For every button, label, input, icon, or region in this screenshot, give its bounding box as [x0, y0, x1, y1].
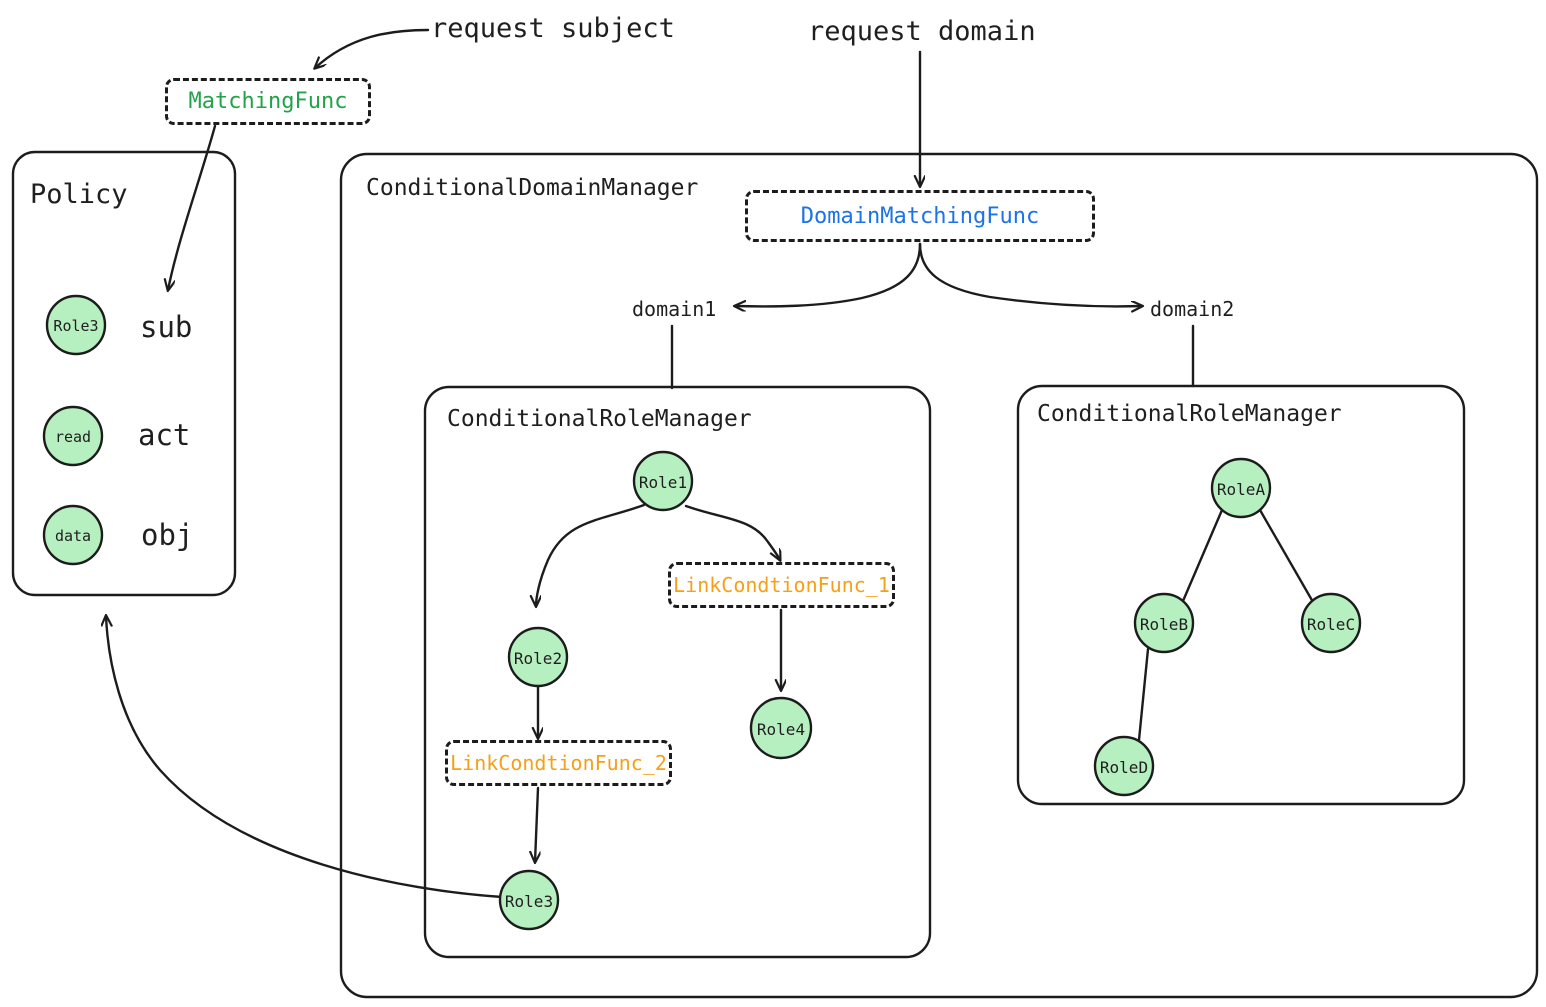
- policy-node-role3: [45, 294, 107, 356]
- policy-node-role3-label: Role3: [53, 317, 99, 335]
- edge-matchingfunc-to-sub: [168, 124, 217, 290]
- edge-domainfunc-to-domain1: [735, 242, 922, 306]
- matching-func-box[interactable]: MatchingFunc: [165, 78, 371, 125]
- node-role4-label: Role4: [756, 720, 806, 739]
- edge-request-subject: [315, 28, 430, 68]
- annotation-request-subject: request subject: [431, 13, 675, 44]
- role-manager-domain2-title: ConditionalRoleManager: [1037, 401, 1342, 427]
- role-manager-domain2-container: [1016, 384, 1466, 806]
- annotation-request-domain: request domain: [808, 16, 1036, 47]
- policy-node-read-label: read: [54, 428, 92, 446]
- edge-role1-lcf1: [684, 504, 780, 560]
- edge-lcf2-role3: [535, 786, 538, 862]
- node-roled: [1093, 735, 1155, 797]
- edge-label-domain1: domain1: [632, 297, 717, 321]
- matching-func-label: MatchingFunc: [188, 89, 348, 114]
- node-rolea-label: RoleA: [1216, 480, 1266, 499]
- node-role3-label: Role3: [504, 892, 554, 911]
- node-roleb-label: RoleB: [1139, 615, 1189, 634]
- node-roled-label: RoleD: [1099, 758, 1149, 777]
- node-role1: [632, 450, 694, 512]
- node-rolea: [1210, 457, 1272, 519]
- role-manager-domain1-container: [423, 385, 932, 959]
- role-manager-domain1-title: ConditionalRoleManager: [447, 406, 752, 432]
- policy-node-read: [42, 405, 104, 467]
- link-condition-func-1-label: LinkCondtionFunc_1: [673, 573, 890, 597]
- policy-field-act: act: [138, 418, 191, 452]
- edge-roleA-roleB: [1181, 508, 1224, 603]
- node-role1-label: Role1: [638, 473, 688, 492]
- policy-field-sub: sub: [140, 310, 193, 344]
- policy-node-data-label: data: [54, 527, 92, 545]
- conditional-domain-manager-title: ConditionalDomainManager: [366, 175, 699, 201]
- node-role3: [498, 869, 560, 931]
- policy-container: [11, 150, 237, 597]
- policy-node-data: [42, 504, 104, 566]
- conditional-domain-manager-container: [339, 152, 1539, 999]
- link-condition-func-2-box[interactable]: LinkCondtionFunc_2: [445, 740, 672, 786]
- domain-matching-func-box[interactable]: DomainMatchingFunc: [745, 190, 1095, 242]
- node-roleb: [1133, 592, 1195, 654]
- node-rolec: [1300, 592, 1362, 654]
- domain-matching-func-label: DomainMatchingFunc: [800, 203, 1040, 229]
- node-role2: [507, 626, 569, 688]
- link-condition-func-2-label: LinkCondtionFunc_2: [450, 751, 667, 775]
- edge-domainfunc-to-domain2: [918, 242, 1142, 306]
- link-condition-func-1-box[interactable]: LinkCondtionFunc_1: [668, 562, 895, 608]
- edge-label-domain2: domain2: [1150, 297, 1235, 321]
- edge-roleB-roleD: [1137, 647, 1150, 742]
- policy-title: Policy: [30, 179, 128, 210]
- edge-roleA-roleC: [1258, 508, 1315, 604]
- policy-field-obj: obj: [141, 518, 194, 552]
- node-role4: [749, 696, 813, 760]
- edge-role1-role2: [536, 503, 646, 606]
- edge-role3-to-policy: [106, 616, 504, 899]
- node-rolec-label: RoleC: [1306, 615, 1356, 634]
- node-role2-label: Role2: [513, 649, 563, 668]
